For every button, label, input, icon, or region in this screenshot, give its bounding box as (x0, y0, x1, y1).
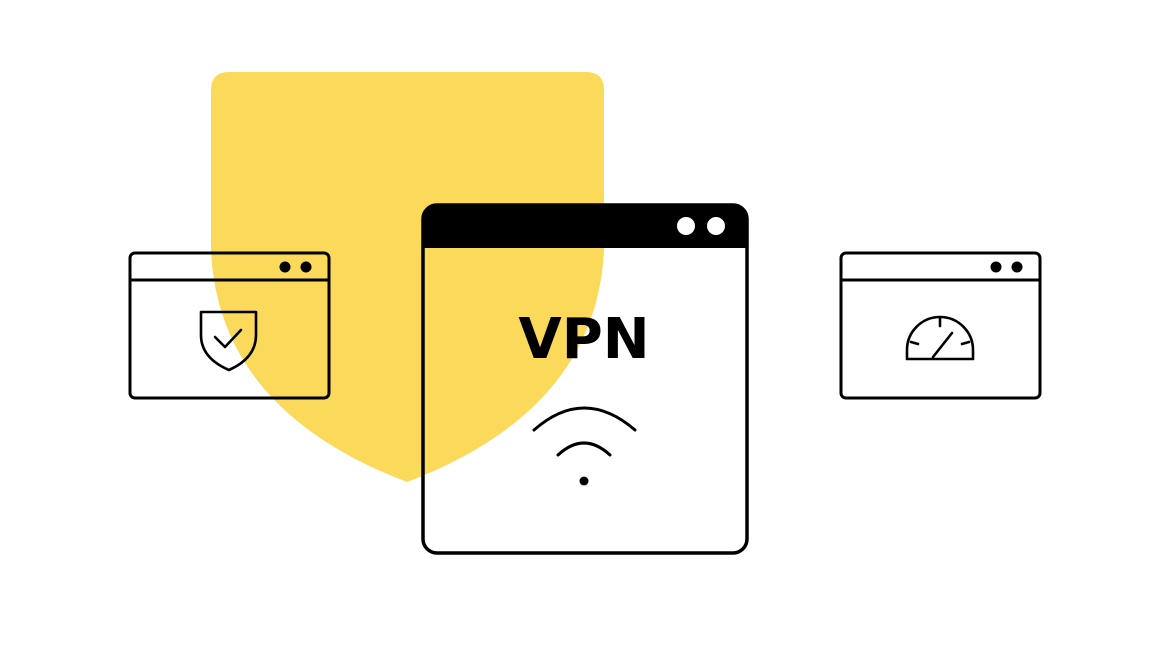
speedometer-icon (905, 315, 975, 361)
shield-check-icon (199, 310, 258, 372)
window-dot (279, 261, 291, 273)
left-window (128, 251, 331, 400)
window-dot (1011, 261, 1023, 273)
window-dot (990, 261, 1002, 273)
wifi-icon (532, 406, 637, 486)
main-window: VPN (421, 203, 749, 555)
right-window (839, 251, 1042, 400)
window-dot (707, 217, 725, 235)
vpn-label: VPN (518, 307, 649, 372)
window-dot (677, 217, 695, 235)
main-window-titlebar (423, 205, 747, 248)
window-dot (300, 261, 312, 273)
shield-background (211, 72, 604, 482)
